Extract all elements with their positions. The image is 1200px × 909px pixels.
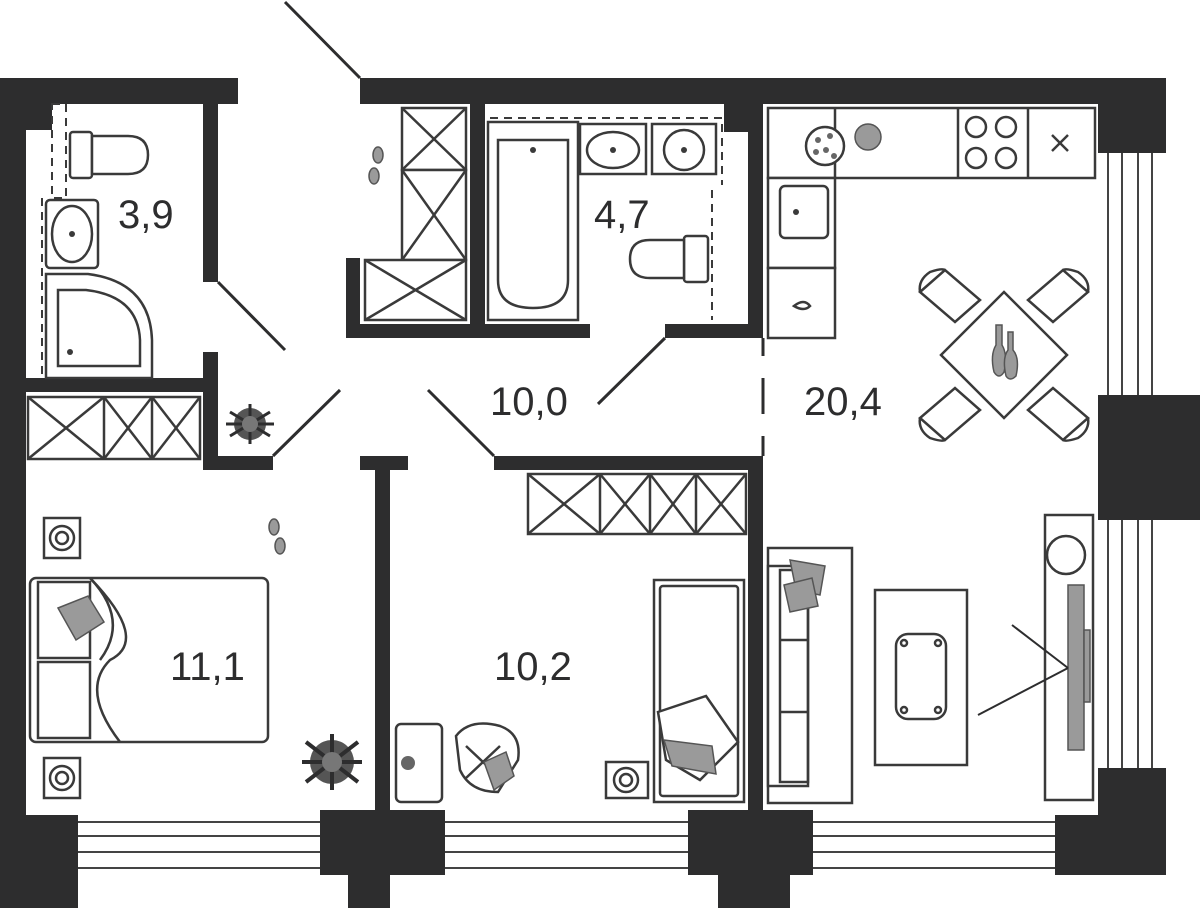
dining-table <box>918 268 1090 442</box>
plant-icon <box>226 404 274 444</box>
hall-closet <box>363 106 468 322</box>
shower-icon <box>44 272 154 380</box>
area-label-bedroom-left: 11,1 <box>170 645 245 689</box>
chair-icon <box>918 268 1090 442</box>
bathtub-icon <box>486 120 580 322</box>
bed-icon <box>28 576 270 744</box>
footprints-icon <box>268 518 286 555</box>
door-lines <box>216 0 765 458</box>
nightstand-icon <box>394 722 444 804</box>
toilet-icon <box>68 130 150 180</box>
area-labels: 3,9 4,7 10,0 20,4 11,1 10,2 <box>118 193 882 689</box>
area-label-bedroom-right: 10,2 <box>494 645 572 689</box>
washing-machine-icon <box>578 122 648 176</box>
lamp-icon <box>604 760 650 800</box>
lamp-icon <box>42 516 82 560</box>
fruit-bowl-icon <box>804 125 846 167</box>
hood-icon <box>1051 134 1069 152</box>
armchair-icon <box>454 722 520 794</box>
small-bathroom <box>41 103 154 380</box>
area-label-bathroom: 4,7 <box>594 193 650 237</box>
sink-icon <box>44 198 100 270</box>
tv-unit <box>977 513 1095 802</box>
sink-icon <box>778 184 830 240</box>
sink-icon <box>650 122 718 176</box>
toilet-icon <box>628 234 710 284</box>
plant-icon <box>302 734 362 790</box>
stove-icon <box>964 115 1018 170</box>
lamp-icon <box>42 756 82 800</box>
area-label-bathroom-small: 3,9 <box>118 193 174 237</box>
windows <box>78 153 1153 869</box>
walls <box>0 78 1200 908</box>
sofa <box>766 546 854 805</box>
kitchen <box>766 106 1097 340</box>
right-bedroom <box>394 472 748 804</box>
vase-icon <box>991 324 1019 380</box>
area-label-kitchen-living: 20,4 <box>804 380 882 424</box>
area-label-hall: 10,0 <box>490 380 568 424</box>
coffee-table <box>873 588 969 767</box>
bathroom <box>486 117 723 322</box>
footprints-icon <box>368 146 384 185</box>
left-bedroom <box>26 395 362 800</box>
bed-icon <box>652 578 746 804</box>
